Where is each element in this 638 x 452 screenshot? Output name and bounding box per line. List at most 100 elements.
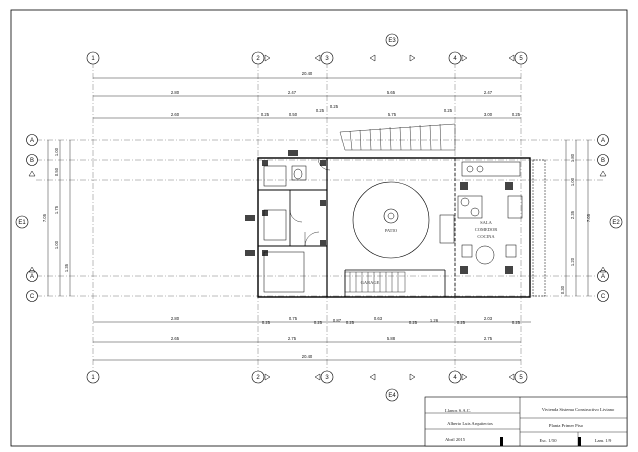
stair-bottom [344,271,406,293]
grid-bubbles-top: 1 2 3 4 5 [86,51,528,65]
grid-lines-horizontal [36,139,603,297]
title-block-client: Llanos S.A.C. [445,408,471,413]
dim-top-r2-g: 0.25 [444,108,453,113]
dimension-lines-top [93,77,521,119]
title-block-architect: Alberto Luis Arquitectos [447,421,493,426]
dim-bottom-r1-i: 1.26 [430,318,439,323]
title-block-scale: Esc. 1/50 [539,438,557,443]
dim-right-c: 2.35 [570,210,575,219]
dim-left-d: 1.00 [54,240,59,249]
elevation-arrows [28,54,607,381]
grid-label-bottom-1: 1 [91,375,95,381]
dim-top-r1-b: 2.47 [288,90,297,95]
section-marker-top: E3 [385,33,399,47]
dim-bottom-r1-h: 0.25 [409,320,418,325]
grid-label-left-a2: A [30,274,34,280]
room-label-cocina: COCINA [477,234,495,239]
patio-circular-feature [352,181,430,259]
dim-right-a: 1.80 [570,153,575,162]
room-label-patio: PATIO [385,228,398,233]
door-swings [289,157,331,247]
room-label-sala: SALA [480,220,493,225]
building-walls [257,157,531,298]
grid-bubbles-left: A B A C [26,134,38,302]
dim-left-b: 0.50 [54,167,59,176]
svg-text:E2: E2 [612,220,620,226]
structural-columns [245,150,513,274]
sheet-border [10,9,628,447]
grid-label-bottom-2: 2 [256,375,260,381]
dim-top-r1-a: 2.80 [171,90,180,95]
dim-top-r2-f: 5.75 [388,112,397,117]
dim-bottom-r1-f: 0.25 [346,320,355,325]
grid-label-left-a1: A [30,138,34,144]
title-block-sheet-number: Lam. 1/9 [595,438,612,443]
dim-bottom-total: 20.40 [302,354,313,359]
title-block-date: Abril 2015 [445,437,466,442]
grid-label-right-a2: A [601,274,605,280]
grid-label-right-b: B [601,158,605,164]
grid-label-top-4: 4 [453,56,457,62]
dim-bottom-r1-l: 0.25 [512,320,521,325]
grid-label-top-1: 1 [91,56,95,62]
section-marker-left: E1 [15,215,29,229]
dim-right-e: 0.30 [560,285,565,294]
dimension-lines-right [565,140,589,296]
grid-label-right-c: C [601,294,606,300]
dim-bottom-r1-e: 0.87 [333,318,342,323]
title-block-sheet-title: Planta Primer Piso [549,423,584,428]
dim-top-r2-a: 2.60 [171,112,180,117]
dim-bottom-r1-d: 0.25 [314,320,323,325]
dim-left-total: 7.05 [42,213,47,222]
section-marker-bottom: E4 [385,388,399,402]
dim-top-r2-i: 0.25 [512,112,521,117]
furniture [263,159,546,297]
dim-bottom-r1-j: 0.25 [457,320,466,325]
dim-bottom-r1-c: 0.75 [289,316,298,321]
dim-top-r2-c: 0.50 [289,112,298,117]
svg-text:E4: E4 [388,393,396,399]
grid-label-top-2: 2 [256,56,260,62]
dim-bottom-r1-g: 0.63 [374,316,383,321]
dim-right-d: 1.20 [570,257,575,266]
dim-right-total: 7.05 [586,213,591,222]
grid-label-bottom-3: 3 [325,375,329,381]
dim-bottom-r1-b: 0.25 [262,320,271,325]
dim-bottom-r2-b: 2.75 [288,336,297,341]
dim-top-r2-e: 0.25 [330,104,339,109]
section-marker-right: E2 [609,215,623,229]
grid-label-bottom-5: 5 [519,375,523,381]
title-block [424,396,628,447]
grid-label-left-b: B [30,158,34,164]
room-label-comedor: COMEDOR [475,227,498,232]
dim-top-r1-c: 5.65 [387,90,396,95]
dim-top-r2-b: 0.25 [261,112,270,117]
grid-label-bottom-4: 4 [453,375,457,381]
grid-lines-vertical [92,62,522,372]
grid-label-top-3: 3 [325,56,329,62]
dim-left-a: 1.00 [54,147,59,156]
dim-bottom-r2-c: 5.88 [387,336,396,341]
grid-label-left-c: C [30,294,35,300]
svg-text:E1: E1 [18,220,26,226]
grid-label-right-a1: A [601,138,605,144]
dim-bottom-r1-a: 2.80 [171,316,180,321]
dim-bottom-r2-d: 2.75 [484,336,493,341]
dim-bottom-r1-k: 2.03 [484,316,493,321]
dim-left-e: 1.35 [64,263,69,272]
dim-right-b: 1.00 [570,177,575,186]
dim-bottom-r2-a: 2.65 [171,336,180,341]
stair-top [339,123,456,151]
grid-bubbles-bottom: 1 2 3 4 5 [86,370,528,384]
dimension-lines-bottom [93,321,531,361]
room-label-garage: GARAGE [361,280,380,285]
title-block-project: Vivienda Sistema Constructivo Liviano [542,407,615,412]
dim-top-r2-h: 3.00 [484,112,493,117]
dim-left-c: 1.75 [54,205,59,214]
grid-label-top-5: 5 [519,56,523,62]
dim-top-total: 20.40 [302,71,313,76]
dimension-lines-left [47,140,71,296]
svg-text:E3: E3 [388,38,396,44]
dim-top-r1-d: 2.47 [484,90,493,95]
